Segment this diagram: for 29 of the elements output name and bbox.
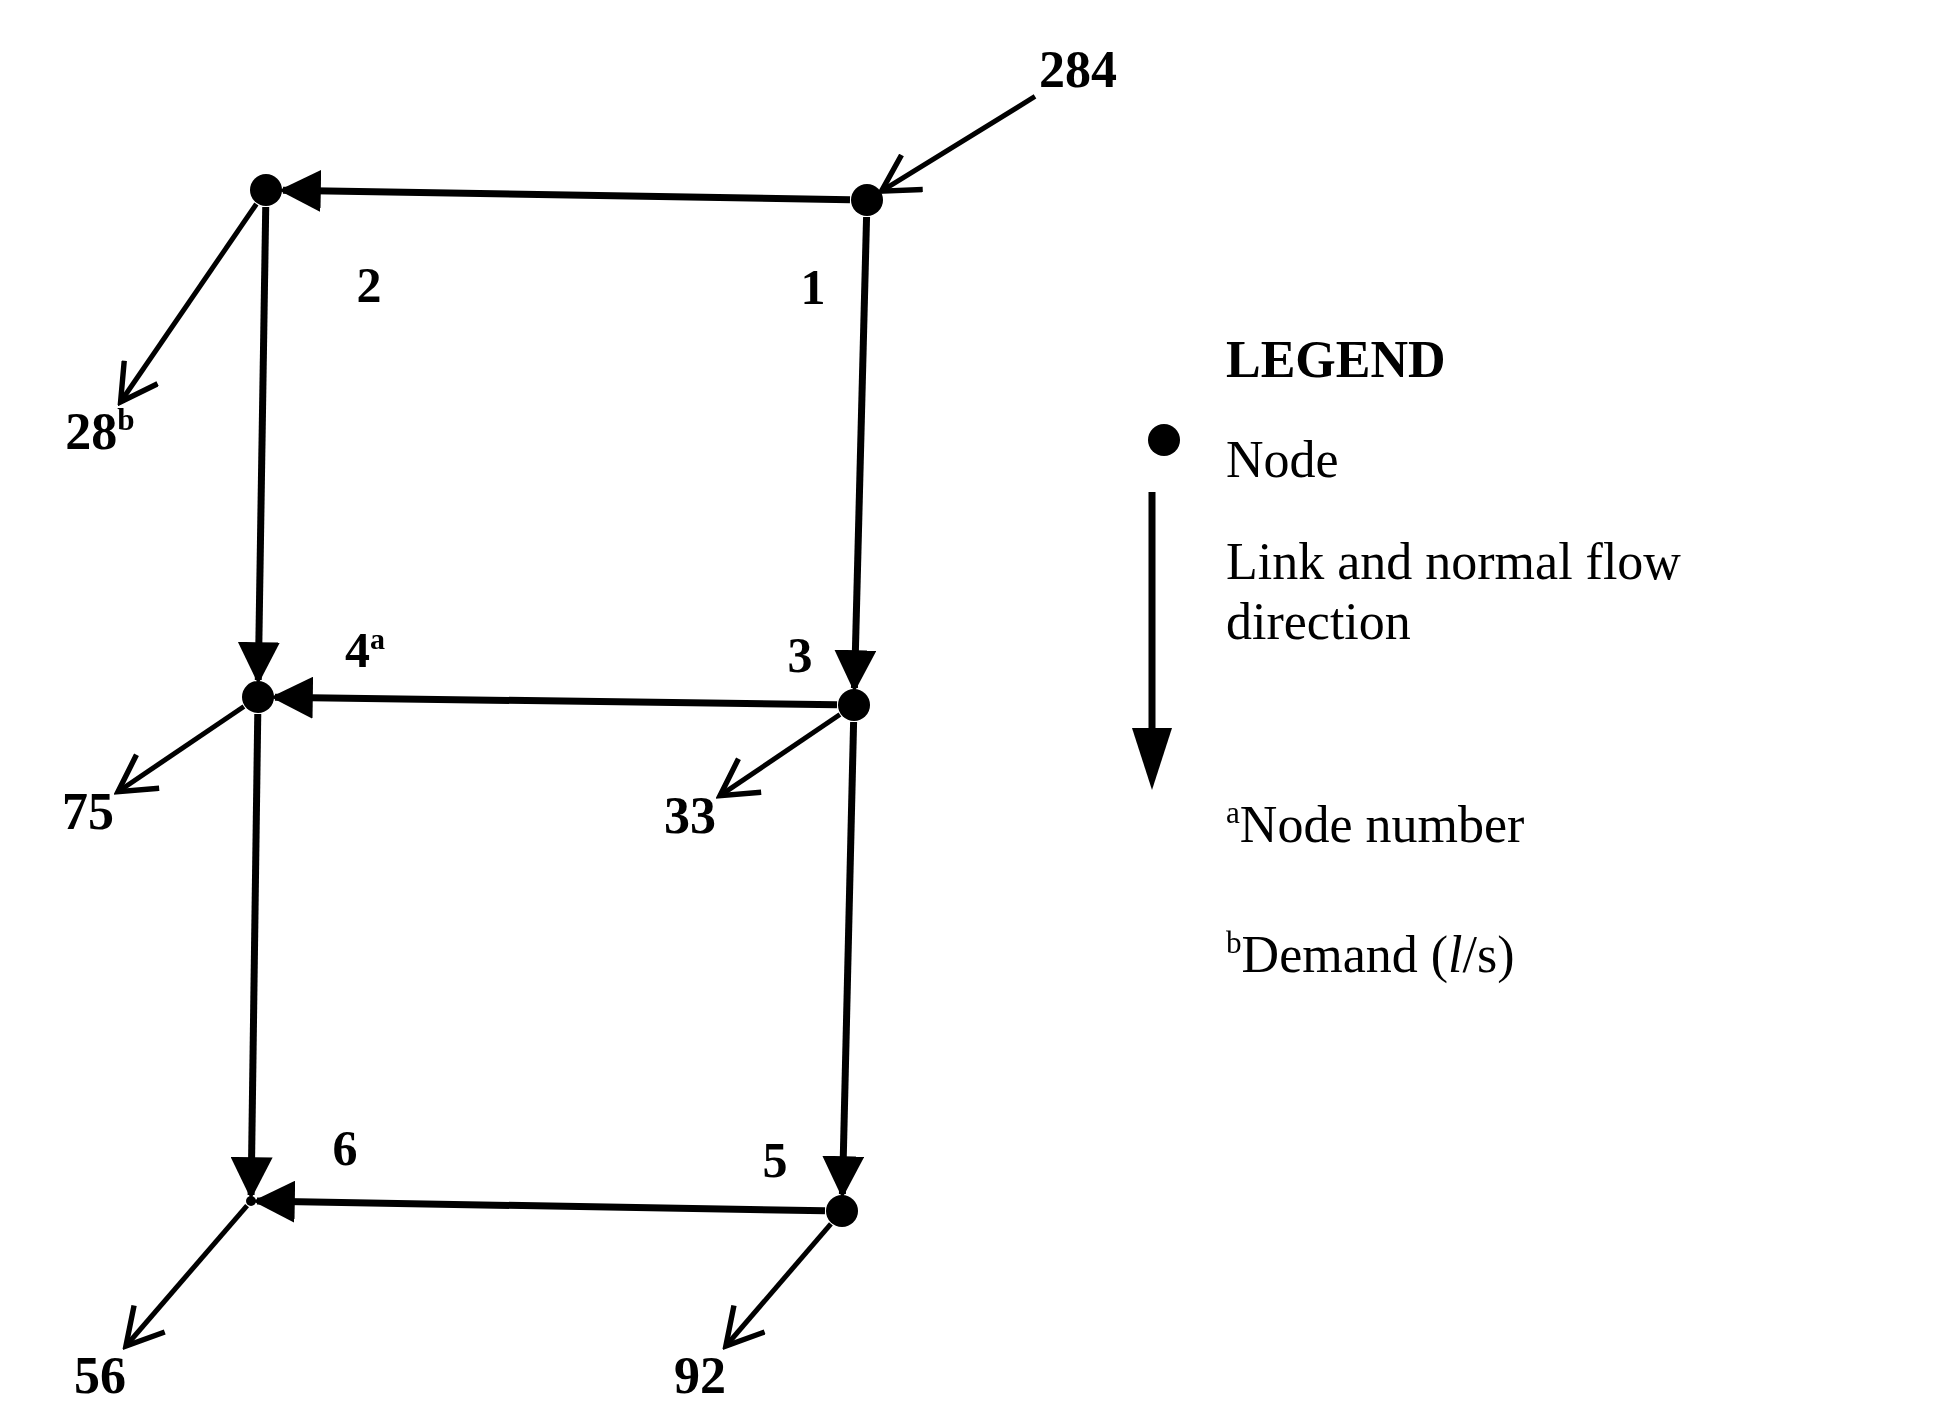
node-number: 6 [332, 1123, 358, 1173]
demand-value: 33 [664, 790, 716, 842]
legend-label: Link and normal flow direction [1226, 532, 1682, 652]
demand-arrow [115, 704, 246, 795]
demand-arrow [878, 94, 1037, 194]
footnote: $^{a}$Node number [1226, 795, 1525, 855]
junction-dot [242, 681, 274, 713]
demand-arrow [723, 1222, 833, 1349]
junction-dot [838, 689, 870, 721]
junction-dot [250, 174, 282, 206]
demand-value: 56 [74, 1350, 126, 1402]
demand-arrow [123, 1203, 249, 1349]
legend-title: LEGEND [1226, 330, 1446, 390]
node-number: 2 [356, 260, 382, 310]
demand-arrow [117, 202, 259, 405]
node-number: 3 [787, 630, 813, 680]
demand-value: 75 [62, 786, 114, 838]
legend-label: Node [1226, 430, 1340, 490]
node-number: 5 [762, 1135, 788, 1185]
demand-value: 284 [1039, 44, 1117, 96]
node-number: 1 [800, 262, 826, 312]
junction-dot [826, 1195, 858, 1227]
demand-value: 28$^{b}$ [65, 406, 135, 458]
footnote: $^{b}$Demand (l/s) [1226, 925, 1515, 985]
node-number: 4$^{a}$ [345, 625, 385, 675]
demand-arrow [717, 712, 842, 799]
junction-point [246, 1196, 256, 1206]
demand-value: 92 [674, 1350, 726, 1402]
junction-dot [851, 184, 883, 216]
